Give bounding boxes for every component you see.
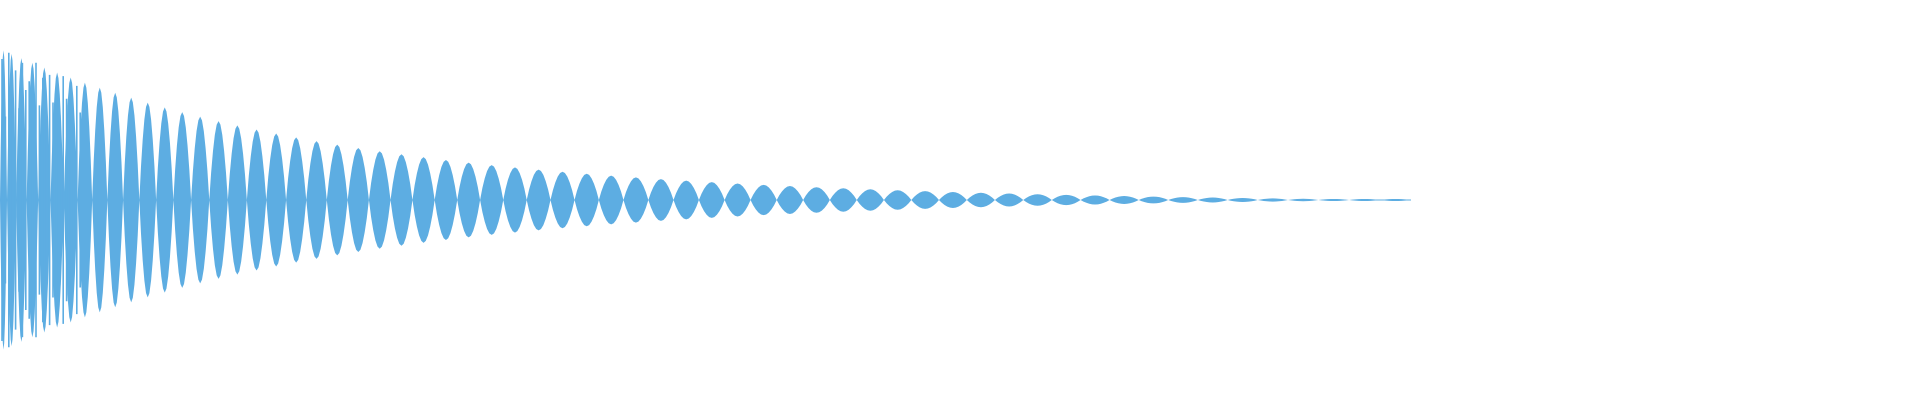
waveform-lobes: [0, 50, 1411, 350]
waveform-transient: [1, 52, 81, 348]
